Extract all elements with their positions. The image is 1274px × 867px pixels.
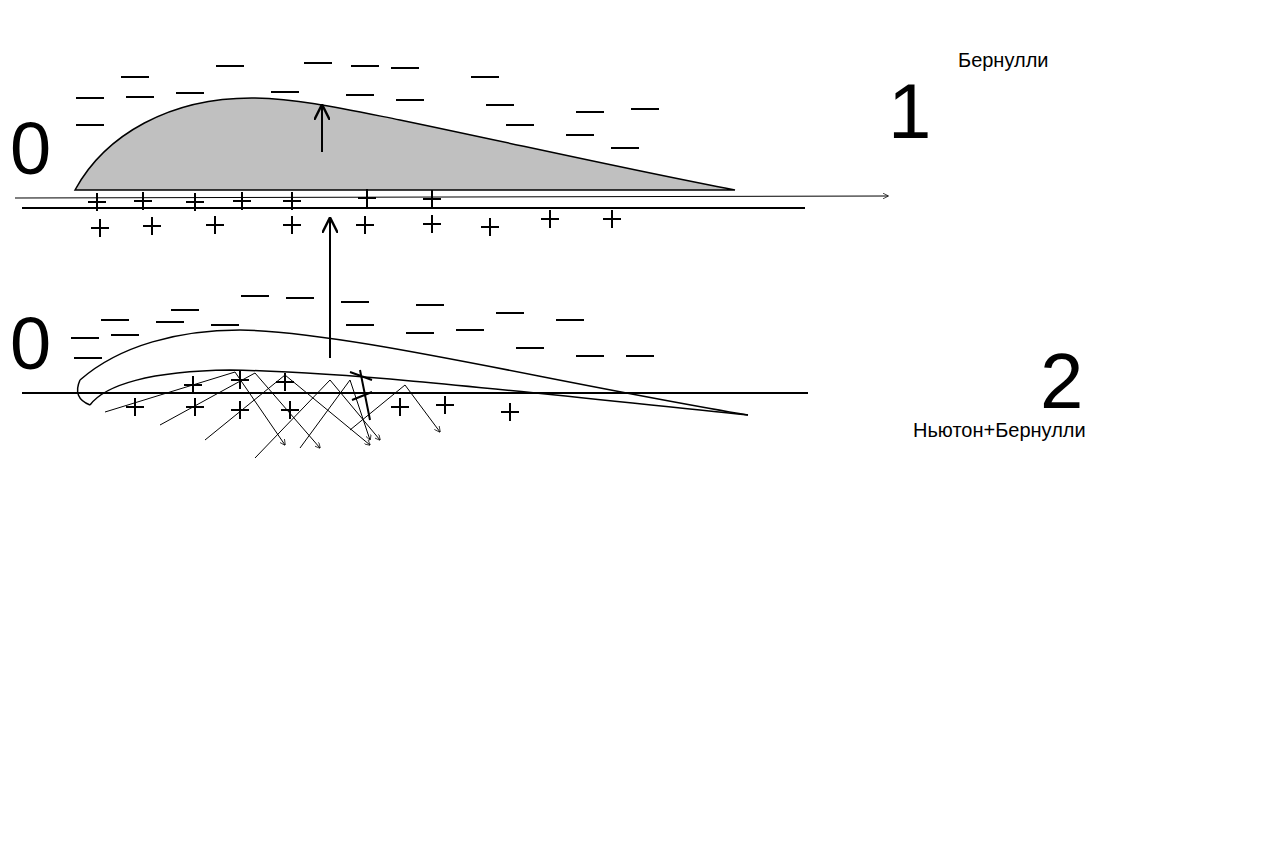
flow-arrow (15, 196, 888, 198)
reference-line (22, 392, 808, 394)
callout-number: 1 (888, 72, 931, 150)
zero-label: 0 (10, 307, 51, 381)
method-label: Ньютон+Бернулли (913, 420, 1086, 440)
zero-label: 0 (10, 112, 51, 186)
reference-line (22, 207, 805, 209)
pressure-signs (71, 63, 659, 421)
deflected-flow (105, 372, 440, 458)
callout-number: 2 (1040, 342, 1083, 420)
method-label: Бернулли (958, 50, 1049, 70)
airfoil-upper (80, 330, 748, 415)
lift-arrow (329, 219, 331, 358)
airfoil-solid (75, 98, 735, 190)
lift-arrow (321, 106, 323, 152)
